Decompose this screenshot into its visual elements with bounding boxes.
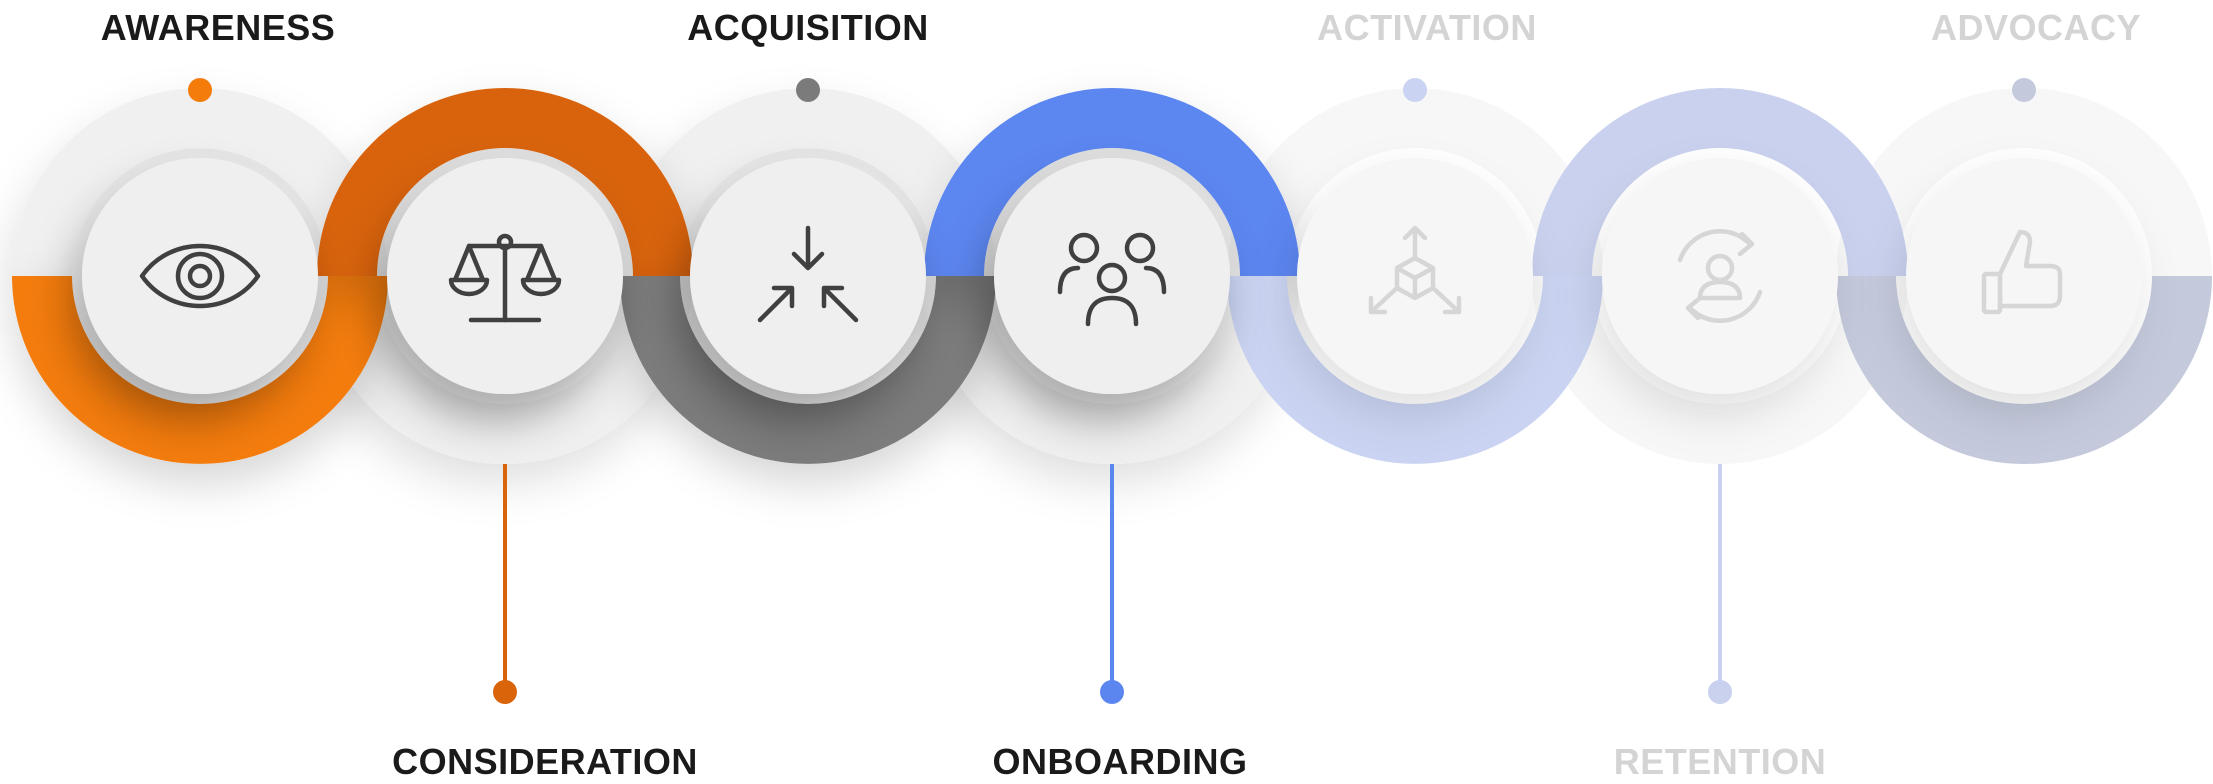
stage-dot-advocacy	[2012, 78, 2036, 102]
stage-dot-retention	[1708, 680, 1732, 704]
stage-back-ring-onboarding	[924, 276, 1300, 464]
stage-disc-acquisition	[690, 158, 926, 394]
stage-ring-acquisition	[620, 276, 996, 464]
stage-dot-onboarding	[1100, 680, 1124, 704]
stage-dot-consideration	[493, 680, 517, 704]
stage-back-ring-retention	[1532, 276, 1908, 464]
stage-disc-awareness	[82, 158, 318, 394]
stage-dot-activation	[1403, 78, 1427, 102]
cube-network-icon	[1368, 225, 1462, 315]
stage-label-awareness: AWARENESS	[101, 7, 336, 48]
stage-label-onboarding: ONBOARDING	[993, 741, 1248, 782]
stage-disc-onboarding	[994, 158, 1230, 394]
user-cycle-icon	[1677, 229, 1763, 323]
thumbs-up-icon	[1981, 229, 2063, 315]
stage-back-ring-activation	[1227, 88, 1603, 276]
stage-ring-activation	[1227, 276, 1603, 464]
stage-label-retention: RETENTION	[1614, 741, 1827, 782]
converge-arrows-icon	[757, 225, 859, 323]
stage-dot-awareness	[188, 78, 212, 102]
stage-ring-awareness	[12, 276, 388, 464]
stage-back-ring-advocacy	[1836, 88, 2212, 276]
balance-scale-icon	[448, 233, 562, 323]
stage-ring-onboarding	[924, 88, 1300, 276]
stage-label-acquisition: ACQUISITION	[687, 7, 929, 48]
stage-label-activation: ACTIVATION	[1317, 7, 1537, 48]
people-group-icon	[1057, 232, 1167, 327]
stage-ring-advocacy	[1836, 276, 2212, 464]
stage-label-consideration: CONSIDERATION	[392, 741, 698, 782]
stage-disc-retention	[1602, 158, 1838, 394]
stage-dot-acquisition	[796, 78, 820, 102]
stage-label-advocacy: ADVOCACY	[1931, 7, 2141, 48]
stage-disc-advocacy	[1906, 158, 2142, 394]
eye-icon	[139, 243, 261, 309]
stage-ring-retention	[1532, 88, 1908, 276]
stage-back-ring-acquisition	[620, 88, 996, 276]
stage-back-ring-awareness	[12, 88, 388, 276]
stage-back-ring-consideration	[317, 276, 693, 464]
stage-ring-consideration	[317, 88, 693, 276]
